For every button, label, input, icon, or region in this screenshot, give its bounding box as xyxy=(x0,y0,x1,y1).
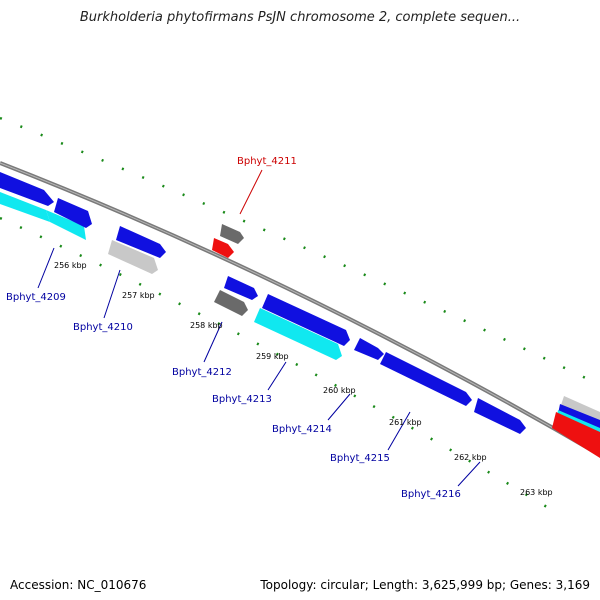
tick-label: 261 kbp xyxy=(389,418,422,427)
gene-feature-bphyt-4213-blue[interactable] xyxy=(262,294,350,346)
gene-label-bphyt-4216: Bphyt_4216 xyxy=(401,489,461,500)
gene-labels[interactable]: Bphyt_4209 Bphyt_4210 Bphyt_4211 Bphyt_4… xyxy=(6,156,461,500)
tick-label: 263 kbp xyxy=(520,488,553,497)
page-title: Burkholderia phytofirmans PsJN chromosom… xyxy=(79,10,521,25)
gene-feature-right-edge[interactable] xyxy=(552,396,600,458)
accession-label: Accession: NC_010676 xyxy=(10,578,147,592)
label-connectors xyxy=(37,169,481,487)
gene-feature-upper[interactable] xyxy=(0,172,54,206)
tick-label: 260 kbp xyxy=(323,386,356,395)
gene-label-bphyt-4214: Bphyt_4214 xyxy=(272,424,332,435)
tick-label: 259 kbp xyxy=(256,352,289,361)
gene-feature-bphyt-4210-blue[interactable] xyxy=(116,226,166,258)
gene-feature-bphyt-4209[interactable] xyxy=(0,192,86,240)
gene-label-bphyt-4210: Bphyt_4210 xyxy=(73,322,133,333)
gene-label-bphyt-4213: Bphyt_4213 xyxy=(212,394,272,405)
tick-label: 257 kbp xyxy=(122,291,155,300)
tick-label: 258 kbp xyxy=(190,321,223,330)
outer-tick-ring xyxy=(0,116,600,387)
gene-label-bphyt-4215: Bphyt_4215 xyxy=(330,453,390,464)
gene-label-bphyt-4209: Bphyt_4209 xyxy=(6,292,66,303)
genome-backbone xyxy=(0,161,600,457)
gene-feature-bphyt-4216[interactable] xyxy=(474,398,526,434)
gene-feature-bphyt-4210[interactable] xyxy=(108,240,158,274)
gene-label-bphyt-4212: Bphyt_4212 xyxy=(172,367,232,378)
inner-tick-ring xyxy=(0,216,561,517)
gene-label-bphyt-4211: Bphyt_4211 xyxy=(237,156,297,167)
gene-feature-bphyt-4212[interactable] xyxy=(214,290,248,316)
topology-summary: Topology: circular; Length: 3,625,999 bp… xyxy=(260,578,590,592)
gene-feature-bphyt-4214[interactable] xyxy=(354,338,384,360)
tick-labels: 256 kbp 257 kbp 258 kbp 259 kbp 260 kbp … xyxy=(54,261,553,497)
gene-feature-bphyt-4212-blue[interactable] xyxy=(224,276,258,300)
gene-feature-bphyt-4215[interactable] xyxy=(380,352,472,406)
gene-feature-bphyt-4211-red[interactable] xyxy=(212,238,234,258)
tick-label: 262 kbp xyxy=(454,453,487,462)
gene-feature-bphyt-4213[interactable] xyxy=(254,308,342,360)
gene-feature-bphyt-4211-gray[interactable] xyxy=(220,224,244,244)
gene-feature-4209-blue[interactable] xyxy=(54,198,92,228)
tick-label: 256 kbp xyxy=(54,261,87,270)
